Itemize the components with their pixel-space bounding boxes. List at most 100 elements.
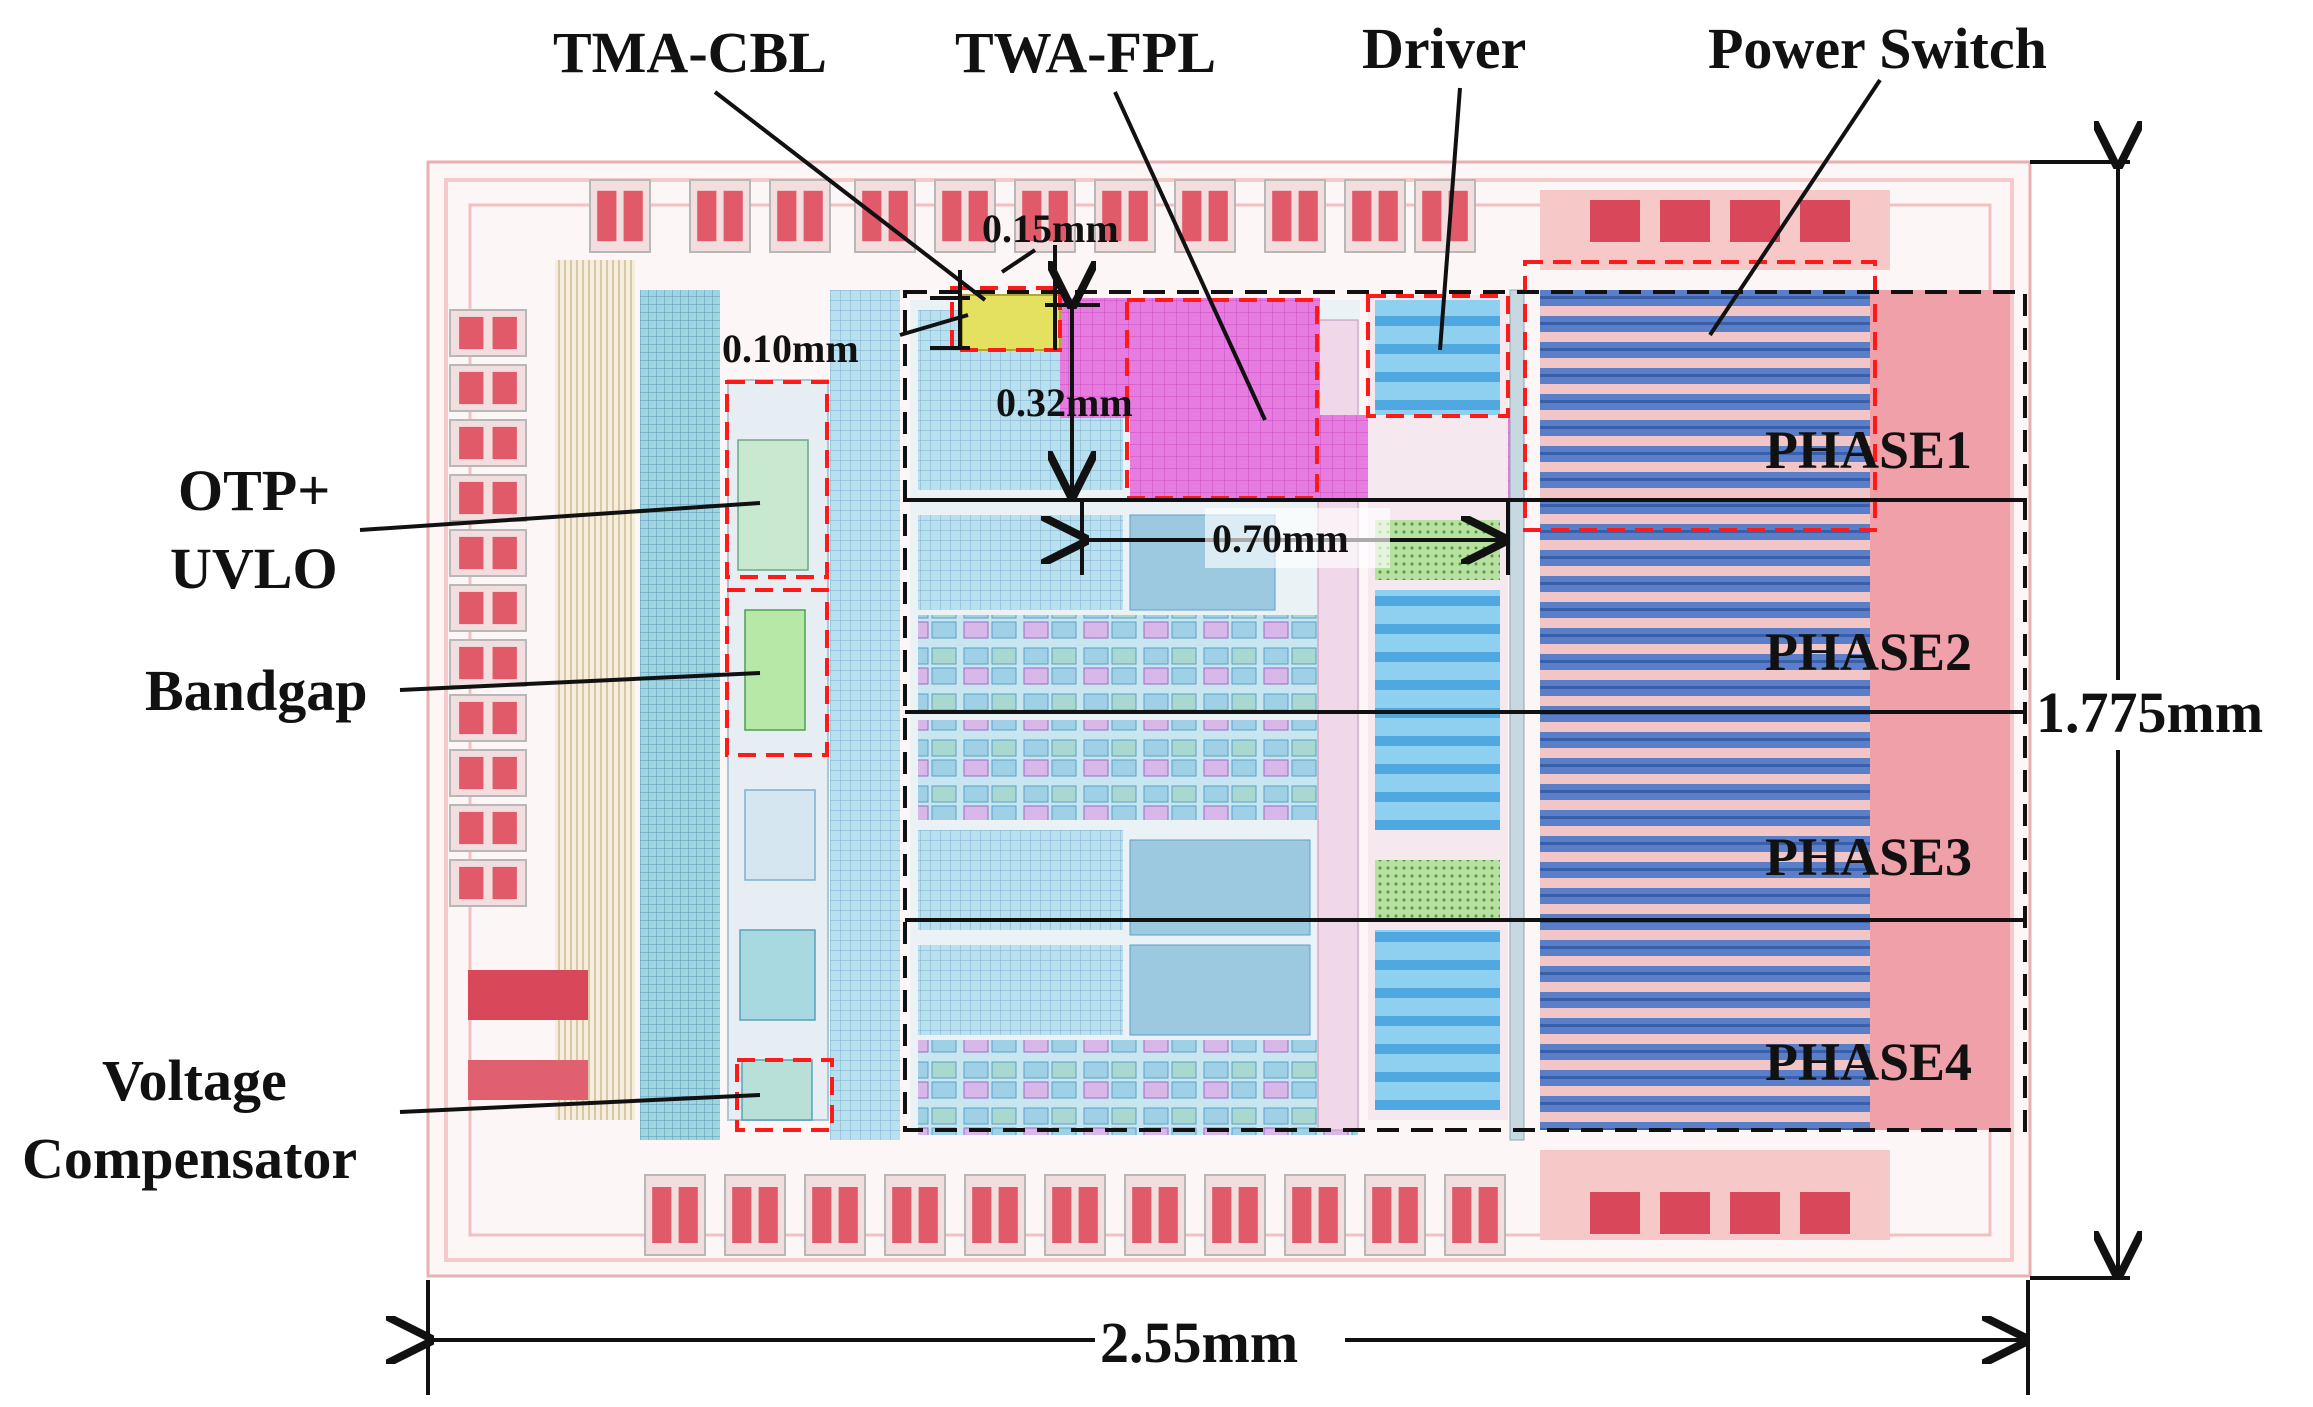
twa-fpl-upper [1060, 298, 1320, 418]
left-pad-column [449, 309, 527, 907]
otp-label-line2: UVLO [170, 536, 338, 601]
power-switch-label: Power Switch [1708, 16, 2047, 81]
phase3-left [918, 830, 1123, 930]
driver-box [1366, 294, 1510, 418]
bottom-pad [724, 1174, 786, 1256]
power-switch-box [1523, 260, 1877, 532]
power-top-pad [1660, 200, 1710, 242]
twa-fpl-label: TWA-FPL [955, 20, 1216, 85]
phase-region [903, 290, 2027, 1132]
bottom-pad [1124, 1174, 1186, 1256]
phase-label-1: PHASE1 [1765, 420, 1972, 480]
left-cap-array [640, 290, 720, 1140]
dim-010-leader [899, 313, 969, 337]
top-pad [769, 179, 831, 253]
phase-labels: PHASE1 PHASE2 PHASE3 PHASE4 [1765, 420, 1972, 1092]
power-switch-leader [1708, 78, 1882, 337]
driver-block-3 [1375, 930, 1500, 1110]
left-power-pad-2 [468, 1060, 588, 1100]
tma-cbl-label: TMA-CBL [553, 20, 827, 85]
phase-label-2: PHASE2 [1765, 622, 1972, 682]
tma-cbl-block [961, 294, 1061, 351]
tma-cbl-leader [713, 90, 987, 302]
otp-uvlo-box [725, 380, 829, 579]
bandgap-label: Bandgap [145, 658, 367, 723]
left-pad [449, 694, 527, 742]
top-pad [1014, 179, 1076, 253]
driver-label: Driver [1362, 16, 1526, 81]
phase4-left [918, 945, 1123, 1035]
block-labels: TMA-CBL TWA-FPL Driver Power Switch OTP+… [22, 16, 2047, 1191]
phase-label-3: PHASE3 [1765, 827, 1972, 887]
voltage-compensator-label-line1: Voltage [102, 1048, 287, 1113]
driver-bus [1509, 289, 1525, 1141]
dim-010-label: 0.10mm [722, 326, 859, 371]
dim-015-leader [1000, 248, 1037, 274]
left-pad [449, 584, 527, 632]
power-pads [1590, 200, 1850, 1234]
analog-subblock [744, 789, 816, 881]
top-pad [1174, 179, 1236, 253]
top-pad [1344, 179, 1406, 253]
bottom-pad [1284, 1174, 1346, 1256]
left-power-pad [468, 970, 588, 1020]
top-pad [854, 179, 916, 253]
power-bottom-pad [1730, 1192, 1780, 1234]
top-pad [934, 179, 996, 253]
bottom-pad [964, 1174, 1026, 1256]
driver-green-1 [1375, 520, 1500, 580]
bottom-pad [884, 1174, 946, 1256]
phase4-logic [918, 1040, 1358, 1135]
bottom-pad [644, 1174, 706, 1256]
top-pad [1264, 179, 1326, 253]
dim-width-label-bg [1095, 1305, 1345, 1380]
bandgap-leader [399, 671, 761, 692]
left-pad [449, 804, 527, 852]
dim-070-label-bg [1205, 508, 1390, 568]
otp-label-line1: OTP+ [178, 458, 330, 523]
left-pad [449, 749, 527, 797]
left-pad [449, 639, 527, 687]
voltage-compensator-label-line2: Compensator [22, 1126, 357, 1191]
twa-fpl-block [1060, 298, 1510, 500]
callout-lines [359, 78, 1882, 1114]
phase2-logic-b [918, 720, 1358, 820]
dim-height-label: 1.775mm [2036, 680, 2263, 745]
left-pad [449, 529, 527, 577]
top-pad-row [589, 179, 1476, 253]
bottom-pad-row [644, 1174, 1506, 1256]
bottom-pad [804, 1174, 866, 1256]
left-pad [449, 364, 527, 412]
bottom-pad [1204, 1174, 1266, 1256]
dim-width-label: 2.55mm [1100, 1310, 1298, 1375]
power-bottom-pad [1660, 1192, 1710, 1234]
top-pad [1414, 179, 1476, 253]
power-top-pad [1800, 200, 1850, 242]
bandgap-box [725, 588, 829, 757]
top-pad [689, 179, 751, 253]
voltage-compensator-leader [399, 1093, 761, 1114]
highlight-boxes [725, 260, 1877, 1132]
voltage-compensator-circuit [741, 1059, 813, 1121]
power-bottom-pad [1590, 1192, 1640, 1234]
phase-label-4: PHASE4 [1765, 1032, 1972, 1092]
dim-015-label: 0.15mm [982, 206, 1119, 251]
power-top-pad [1730, 200, 1780, 242]
center-cap-array [830, 290, 900, 1140]
top-pad [589, 179, 651, 253]
driver-block-top [1375, 300, 1500, 415]
left-pad [449, 309, 527, 357]
bottom-pad [1444, 1174, 1506, 1256]
dim-032-label: 0.32mm [996, 380, 1133, 425]
bottom-pad [1364, 1174, 1426, 1256]
driver-green-2 [1375, 860, 1500, 920]
dim-height-label-bg [2032, 680, 2313, 750]
control-phase1-left [918, 515, 1123, 610]
driver-leader [1438, 87, 1462, 351]
power-bottom-pad [1800, 1192, 1850, 1234]
twa-fpl-leader [1113, 91, 1267, 421]
analog-subblock-2 [739, 929, 816, 1021]
left-pad [449, 859, 527, 907]
otp-uvlo-leader [359, 501, 761, 532]
